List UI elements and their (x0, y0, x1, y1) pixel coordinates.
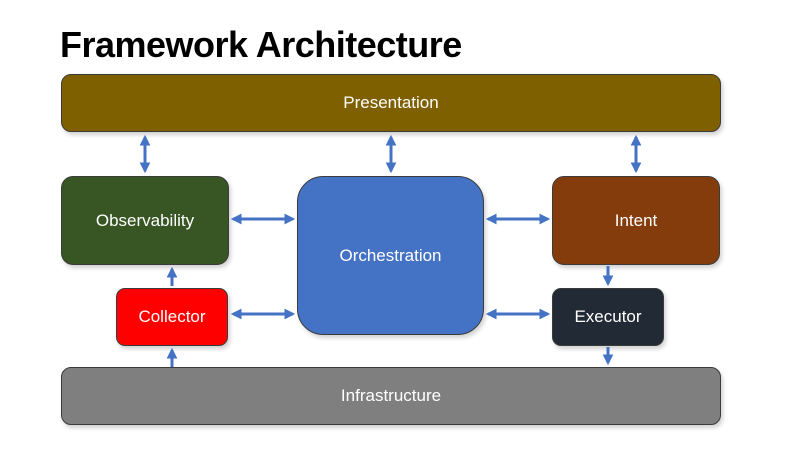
presentation-box: Presentation (61, 74, 721, 132)
observability-label: Observability (95, 210, 195, 230)
collector-label: Collector (138, 307, 206, 326)
infrastructure-box: Infrastructure (61, 367, 721, 425)
collector-box: Collector (116, 288, 228, 346)
presentation-label: Presentation (343, 93, 439, 112)
orchestration-label: Orchestration (339, 245, 442, 265)
observability-box: Observability (61, 176, 229, 265)
intent-box: Intent (552, 176, 720, 265)
executor-label: Executor (574, 307, 642, 326)
infrastructure-label: Infrastructure (340, 386, 442, 405)
orchestration-box: Orchestration (297, 176, 484, 335)
page-title: Framework Architecture (60, 24, 462, 65)
intent-label: Intent (614, 210, 658, 230)
executor-box: Executor (552, 288, 664, 346)
